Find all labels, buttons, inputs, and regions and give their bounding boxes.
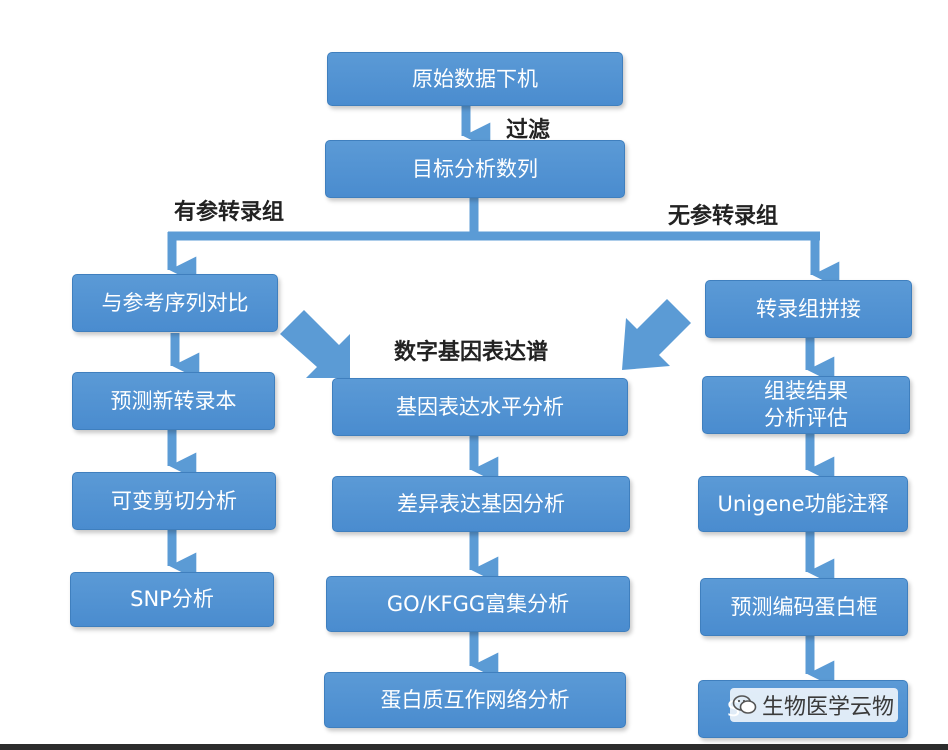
node-target-sequence: 目标分析数列: [325, 140, 625, 198]
bottom-edge-bar: [0, 744, 948, 750]
node-ref-compare: 与参考序列对比: [72, 274, 278, 332]
node-diff-expression: 差异表达基因分析: [332, 476, 630, 532]
watermark-text: 生物医学云物: [762, 695, 895, 720]
node-assembly-eval: 组装结果 分析评估: [702, 376, 910, 434]
label-filter: 过滤: [506, 117, 551, 143]
watermark: 生物医学云物: [730, 688, 899, 722]
node-expression-level: 基因表达水平分析: [332, 378, 628, 436]
big-arrow-left-to-center: [280, 310, 350, 378]
wechat-icon: [732, 695, 757, 714]
node-predict-cds: 预测编码蛋白框: [700, 578, 908, 636]
big-arrow-right-to-center: [622, 299, 691, 370]
node-unigene-annotation: Unigene功能注释: [698, 476, 908, 532]
node-assembly: 转录组拼接: [705, 280, 912, 338]
node-snp: SNP分析: [70, 572, 274, 627]
node-go-enrichment: GO/KFGG富集分析: [326, 576, 630, 632]
label-without-reference: 无参转录组: [668, 203, 779, 229]
node-ppi-network: 蛋白质互作网络分析: [324, 672, 626, 728]
node-alt-splicing: 可变剪切分析: [72, 472, 276, 530]
label-with-reference: 有参转录组: [174, 199, 285, 225]
label-expression-profile: 数字基因表达谱: [394, 339, 549, 365]
node-raw-data: 原始数据下机: [327, 52, 623, 106]
node-predict-transcripts: 预测新转录本: [72, 372, 275, 430]
